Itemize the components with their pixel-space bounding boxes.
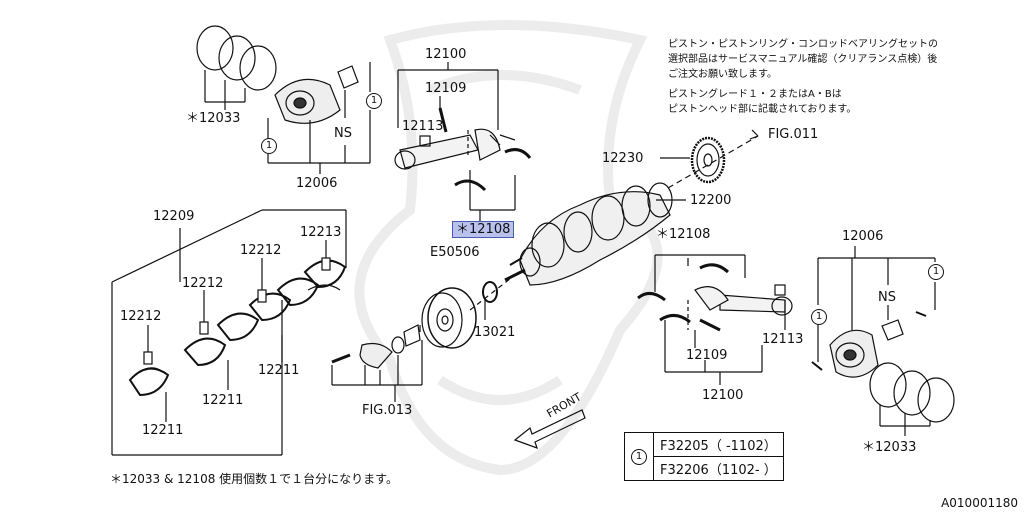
- footnote: ＊12033 & 12108 使用個数１で１台分になります。: [110, 472, 398, 486]
- label-12109-right[interactable]: 12109: [686, 348, 728, 363]
- note-line-1: ピストン・ピストンリング・コンロッドベアリングセットの: [668, 39, 938, 50]
- washer-13021: [482, 281, 498, 303]
- note-line-5: ピストンヘッド部に記載されております。: [668, 104, 857, 115]
- piston-top: [274, 78, 341, 124]
- callout-1-right-left: 1: [811, 309, 827, 325]
- label-12006-right[interactable]: 12006: [842, 229, 884, 244]
- diagram-code: A010001180: [941, 496, 1018, 510]
- piston-rings-top: [196, 25, 277, 91]
- label-12108-right[interactable]: ＊12108: [656, 227, 711, 242]
- note-line-4: ピストングレード１・２またはA・Bは: [668, 89, 842, 100]
- circlip-right: [915, 311, 927, 317]
- pulley-bolt: [403, 324, 421, 347]
- label-fig013[interactable]: FIG.013: [362, 403, 413, 418]
- label-12113-top[interactable]: 12113: [402, 119, 444, 134]
- piston-right: [829, 329, 879, 378]
- main-bearings: [128, 259, 347, 397]
- callout-1-right-top: 1: [928, 264, 944, 280]
- label-12200[interactable]: 12200: [690, 193, 732, 208]
- label-12006-top[interactable]: 12006: [296, 176, 338, 191]
- bearing-shell-right-c: [659, 314, 691, 324]
- legend-row: F32206（1102- ）: [625, 456, 784, 481]
- label-12212-b[interactable]: 12212: [182, 276, 224, 291]
- oil-pump-fitting: [359, 342, 393, 369]
- label-12108-highlight[interactable]: ＊12108: [452, 221, 515, 238]
- oring: [391, 336, 405, 354]
- legend-row: 1 F32205（ -1102）: [624, 432, 784, 481]
- label-12213[interactable]: 12213: [300, 225, 342, 240]
- label-12100-right[interactable]: 12100: [702, 388, 744, 403]
- conrod-bolt-top: [438, 107, 448, 133]
- crank-sprocket: [690, 136, 726, 184]
- label-12230[interactable]: 12230: [602, 151, 644, 166]
- bearing-shell-top-c: [504, 148, 532, 159]
- crank-pulley: [421, 287, 477, 349]
- label-12100-top[interactable]: 12100: [425, 47, 467, 62]
- piston-pin-top: [337, 65, 359, 89]
- label-12033-right[interactable]: ＊12033: [862, 440, 917, 455]
- label-12211-a[interactable]: 12211: [258, 363, 300, 378]
- conrod-bushing-right: [774, 284, 786, 296]
- key-e50506: [509, 257, 523, 266]
- legend-row-1[interactable]: F32205（ -1102）: [653, 432, 784, 457]
- legend-row-2[interactable]: F32206（1102- ）: [653, 456, 784, 481]
- bearing-shell-right-a: [699, 263, 730, 274]
- label-ns-right: NS: [878, 290, 896, 305]
- conrod-right: [694, 286, 793, 316]
- fitting-bolt: [331, 353, 351, 364]
- circlip-right-b: [811, 361, 823, 371]
- label-12033-top[interactable]: ＊12033: [186, 111, 241, 126]
- conrod-top: [394, 128, 501, 170]
- label-12211-c[interactable]: 12211: [142, 423, 184, 438]
- conrod-bolt-right: [699, 318, 721, 332]
- label-12212-c[interactable]: 12212: [120, 309, 162, 324]
- label-fig011[interactable]: FIG.011: [768, 127, 819, 142]
- label-e50506[interactable]: E50506: [430, 245, 480, 260]
- label-12113-right[interactable]: 12113: [762, 332, 804, 347]
- bearing-shell-right-b: [637, 292, 666, 302]
- label-ns-top: NS: [334, 126, 352, 141]
- note-line-2: 選択部品はサービスマニュアル確認（クリアランス点検）後: [668, 54, 938, 65]
- label-12109-top[interactable]: 12109: [425, 81, 467, 96]
- callout-1-top-left: 1: [261, 138, 277, 154]
- label-13021[interactable]: 13021: [474, 325, 516, 340]
- legend-symbol-cell: 1: [624, 432, 654, 481]
- label-12212-a[interactable]: 12212: [240, 243, 282, 258]
- watermark-emblem: [354, 20, 663, 476]
- conrod-bushing-top: [419, 135, 431, 147]
- front-arrow: [513, 409, 586, 449]
- legend-symbol: 1: [631, 449, 647, 465]
- callout-1-top-right: 1: [366, 93, 382, 109]
- label-12211-b[interactable]: 12211: [202, 393, 244, 408]
- crankshaft: [504, 182, 673, 286]
- note-line-3: ご注文お願い致します。: [668, 69, 777, 80]
- legend-table: 1 F32205（ -1102） F32206（1102- ）: [624, 432, 784, 481]
- label-12209[interactable]: 12209: [153, 209, 195, 224]
- piston-rings-right: [869, 362, 955, 423]
- bearing-shell-top-a: [489, 134, 516, 146]
- piston-pin-right: [881, 319, 904, 341]
